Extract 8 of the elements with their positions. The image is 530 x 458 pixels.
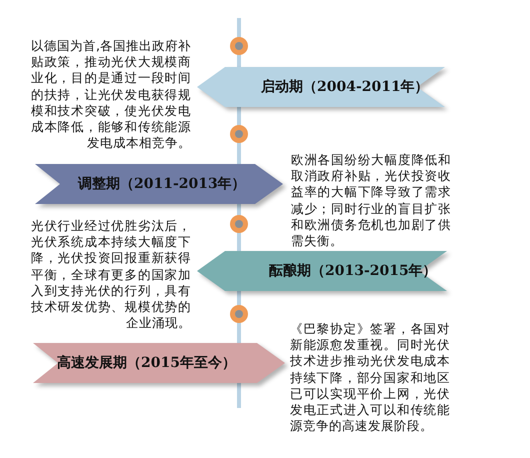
phase-title: 高速发展期（2015年至今） xyxy=(57,354,236,372)
description-text: 光伏行业经过优胜劣汰后，光伏系统成本持续大幅度下降，光伏投资回报重新获得平衡，全球有更多的国家加入到支持光伏的行列，具有技术研发优势、规模优势的企业涌现。 xyxy=(31,218,191,332)
description-text: 《巴黎协定》签署，各国对新能源愈发重视。同时光伏技术进步推动光伏发电成本持续下降，部分国家和地区已可以实现平价上网，光伏发电正式进入可以和传统能源竞争的高速发展阶段。 xyxy=(290,321,450,434)
description-text: 以德国为首,各国推出政府补贴政策，推动光伏大规模商业化，目的是通过一段时间的扶持，让光伏发电获得规模和技术突破，使光伏发电成本降低，能够和传统能源发电成本相竞争。 xyxy=(31,38,191,152)
description-text: 欧洲各国纷纷大幅度降低和取消政府补贴，光伏投资收益率的大幅下降导致了需求减少；同时行业的盲目扩张和欧洲债务危机也加剧了供需失衡。 xyxy=(291,152,451,250)
phase-title: 酝酿期（2013-2015年） xyxy=(269,262,437,280)
phase-title: 启动期（2004-2011年） xyxy=(261,78,429,96)
phase-title: 调整期（2011-2013年） xyxy=(78,175,246,193)
